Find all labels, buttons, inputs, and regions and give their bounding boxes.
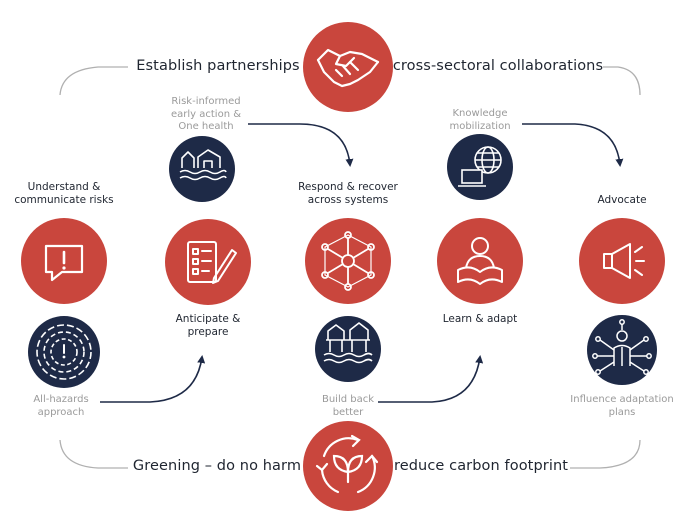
respond-label: Respond & recover across systems: [298, 181, 398, 207]
raised-houses-icon: [315, 316, 381, 382]
network-icon: [305, 218, 391, 304]
top-left-curve: [59, 66, 128, 96]
understand-label: Understand & communicate risks: [14, 181, 114, 207]
arrow-risk-to-respond: [248, 123, 354, 167]
bottom-right-curve: [570, 439, 641, 469]
carbon-footprint-label: reduce carbon footprint: [393, 458, 569, 474]
advocate-label: Advocate: [597, 194, 647, 206]
influence-label: Influence adaptation plans: [570, 394, 674, 418]
alert-speech-icon: [21, 218, 107, 304]
knowledge-label: Knowledge mobilization: [449, 108, 511, 132]
build-back-label: Build back better: [321, 394, 375, 418]
arrow-buildback-to-learn: [378, 355, 484, 403]
checklist-icon: [165, 219, 251, 305]
cross-sectoral-label: cross-sectoral collaborations: [392, 58, 604, 74]
arrow-allhazards-to-anticipate: [100, 355, 206, 403]
megaphone-icon: [579, 218, 665, 304]
all-hazards-label: All-hazards approach: [33, 394, 89, 418]
greening-label: Greening – do no harm: [132, 458, 302, 474]
establish-partnerships-label: Establish partnerships: [136, 58, 300, 74]
globe-laptop-icon: [447, 134, 513, 200]
radial-hazards-icon: [28, 316, 100, 388]
bottom-left-curve: [59, 439, 128, 469]
risk-informed-label: Risk-informed early action & One health: [170, 96, 242, 132]
top-right-curve: [603, 66, 641, 96]
arrow-knowledge-to-advocate: [522, 123, 624, 167]
handshake-icon: [303, 22, 393, 112]
cycle-leaves-icon: [303, 421, 393, 511]
learn-label: Learn & adapt: [442, 313, 518, 325]
reading-person-icon: [437, 218, 523, 304]
flooded-houses-icon: [169, 136, 235, 202]
person-network-icon: [587, 315, 657, 385]
anticipate-label: Anticipate & prepare: [175, 313, 241, 339]
